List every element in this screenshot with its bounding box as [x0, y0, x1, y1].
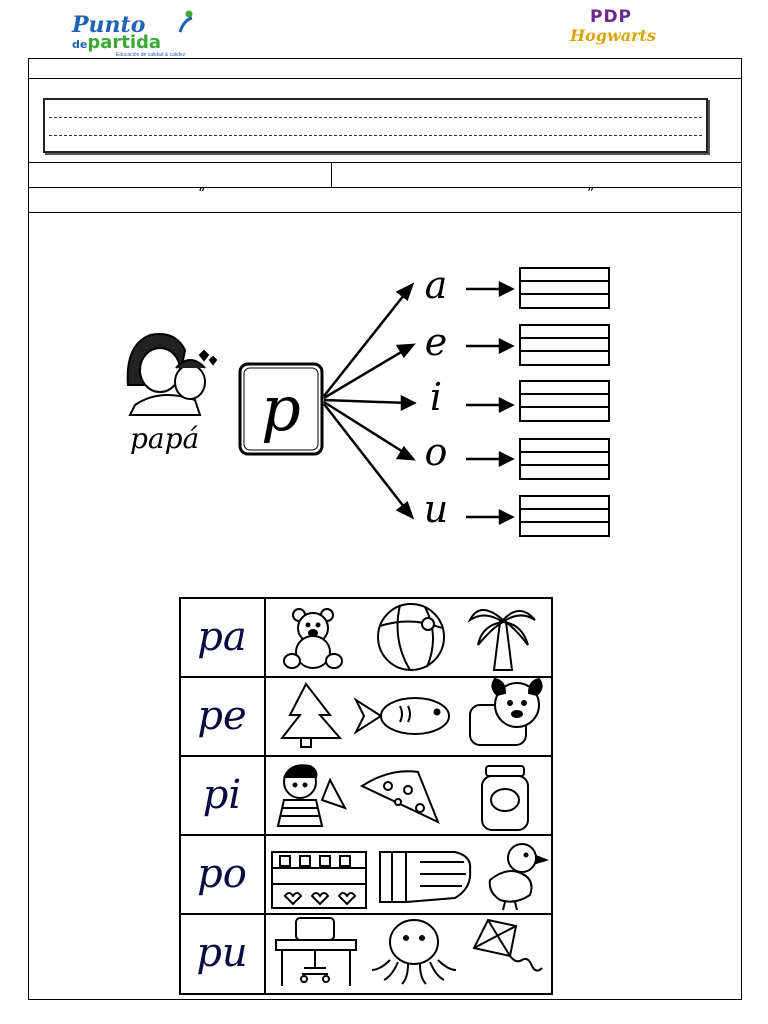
header-row-divider: [29, 78, 741, 79]
close-quote: ”: [587, 186, 595, 202]
jar-picture: [481, 765, 529, 831]
beach-ball-picture: [377, 603, 445, 671]
syllable-pa: pa: [197, 614, 246, 660]
branch-arrow-i: [323, 398, 409, 405]
picture-label-papa: papá: [130, 422, 199, 455]
answer-box-e[interactable]: [519, 324, 610, 366]
vowel-o: o: [425, 430, 448, 474]
dog-picture: [469, 677, 543, 746]
punto-de-partida-logo: Punto departida Educación de calidad & c…: [72, 10, 222, 58]
teddy-bear-picture: [283, 608, 343, 669]
syllable-pu: pu: [196, 930, 247, 976]
worksheet-frame: “ ”: [28, 58, 742, 1000]
desk-picture: [275, 917, 357, 986]
logo-text-hogwarts: Hogwarts: [570, 26, 656, 45]
vowel-a: a: [425, 263, 448, 307]
info-row-divider: [29, 162, 741, 163]
answer-box-a[interactable]: [519, 267, 610, 309]
logo-text-punto: Punto: [72, 12, 146, 38]
branch-arrow-a: [323, 289, 409, 397]
name-writing-box[interactable]: [43, 98, 708, 153]
consonant-letter: p: [261, 372, 301, 445]
pdp-hogwarts-logo: PDP Hogwarts: [570, 7, 656, 56]
info-column-divider: [331, 162, 332, 187]
father-and-child-picture: [126, 333, 218, 416]
writing-guide-line: [49, 117, 702, 118]
answer-box-o[interactable]: [519, 438, 610, 480]
title-row-divider: [29, 187, 741, 188]
syllable-pe: pe: [197, 693, 246, 739]
logo-text-de-partida: departida: [72, 32, 162, 53]
pine-tree-picture: [279, 682, 343, 748]
logo-figure-icon: [178, 10, 193, 33]
pizza-slice-picture: [359, 770, 440, 824]
boy-with-paper-plane-picture: [276, 764, 348, 827]
syllable-po: po: [197, 851, 247, 897]
logo-tagline: Educación de calidad & calidez: [116, 52, 186, 58]
fish-picture: [353, 697, 450, 735]
vowel-i: i: [430, 375, 442, 419]
writing-guide-line: [49, 135, 702, 136]
answer-box-i[interactable]: [519, 380, 610, 422]
vowel-e: e: [425, 320, 448, 364]
cake-shop-picture: [271, 851, 367, 909]
logo-text-pdp: PDP: [589, 7, 633, 27]
consonant-tile: [238, 362, 324, 456]
palm-tree-picture: [467, 609, 536, 671]
octopus-picture: [371, 919, 457, 985]
chick-picture: [488, 843, 550, 911]
fist-picture: [379, 851, 472, 904]
branch-arrow-u: [323, 403, 409, 513]
open-quote: “: [198, 186, 206, 202]
vowel-u: u: [424, 487, 448, 531]
syllable-pi: pi: [203, 772, 241, 818]
answer-box-u[interactable]: [519, 495, 610, 537]
branch-arrow-o: [323, 400, 409, 457]
kite-picture: [472, 918, 543, 972]
content-divider: [29, 212, 741, 213]
branch-arrow-e: [323, 346, 409, 400]
syllable-picture-table: [179, 597, 553, 995]
